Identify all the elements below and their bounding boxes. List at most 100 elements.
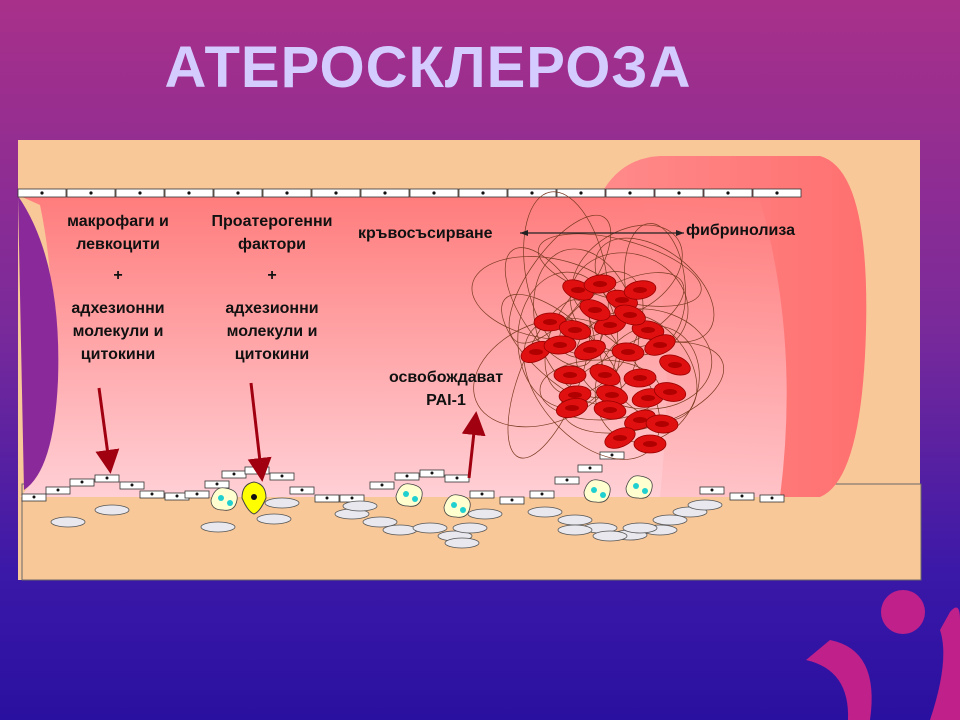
nucleus — [56, 488, 60, 492]
nucleus — [40, 191, 44, 195]
nucleus — [677, 191, 681, 195]
rbc-center — [623, 312, 637, 318]
nucleus — [726, 191, 730, 195]
rbc-center — [653, 342, 667, 348]
rbc-center — [633, 375, 647, 381]
smooth-muscle-cell — [382, 524, 418, 536]
rbc-center — [571, 287, 585, 293]
lipid-droplet — [403, 491, 409, 497]
text: молекули и — [226, 323, 318, 340]
nucleus — [150, 492, 154, 496]
rbc-center — [553, 342, 567, 348]
macrophage — [395, 483, 423, 507]
smooth-muscle-cell — [527, 506, 563, 518]
nucleus — [430, 471, 434, 475]
nucleus — [32, 495, 36, 499]
nucleus — [175, 494, 179, 498]
nucleus — [80, 480, 84, 484]
nucleus — [89, 191, 93, 195]
nucleus — [610, 453, 614, 457]
rbc-center — [643, 441, 657, 447]
nucleus — [588, 466, 592, 470]
nucleus — [565, 478, 569, 482]
nucleus — [255, 468, 259, 472]
nucleus — [432, 191, 436, 195]
text: адхезионни — [71, 300, 165, 317]
lipid-droplet — [227, 500, 233, 506]
nucleus — [740, 494, 744, 498]
text: адхезионни — [225, 300, 319, 317]
smooth-muscle-cell — [652, 514, 688, 526]
label-macrophages: макрофаги и левкоцити + адхезионни молек… — [50, 210, 186, 366]
nucleus — [334, 191, 338, 195]
lipid-droplet — [218, 495, 224, 501]
smooth-muscle-cell — [342, 500, 378, 512]
smooth-muscle-cell — [256, 513, 292, 525]
endothelial-cells — [17, 188, 802, 549]
rbc-center — [655, 421, 669, 427]
smooth-muscle-cell — [50, 516, 86, 528]
rbc-center — [615, 297, 629, 303]
smooth-muscle-cell — [557, 524, 593, 536]
text: макрофаги и — [67, 213, 169, 230]
nucleus — [215, 482, 219, 486]
lipid-droplet — [412, 496, 418, 502]
smooth-muscle-cell — [557, 514, 593, 526]
text: + — [267, 267, 277, 284]
rbc-center — [641, 395, 655, 401]
lipid-droplet — [642, 488, 648, 494]
logo — [806, 590, 960, 720]
label-proatherogenic: Проатерогенни фактори + адхезионни молек… — [196, 210, 348, 366]
macrophage — [210, 487, 238, 511]
nucleus — [481, 191, 485, 195]
lipid-droplet — [600, 492, 606, 498]
lipid-droplet — [451, 502, 457, 508]
nucleus — [280, 474, 284, 478]
rbc-center — [621, 349, 635, 355]
nucleus — [138, 191, 142, 195]
text: цитокини — [234, 346, 310, 363]
nucleus — [510, 498, 514, 502]
nucleus — [455, 476, 459, 480]
rbc-center — [633, 287, 647, 293]
smooth-muscle-cell — [687, 499, 723, 511]
nucleus — [770, 496, 774, 500]
nucleus — [232, 472, 236, 476]
rbc-center — [633, 417, 647, 423]
smooth-muscle-cell — [592, 530, 628, 542]
smooth-muscle-cell — [622, 522, 658, 534]
nucleus — [350, 496, 354, 500]
nucleus — [300, 488, 304, 492]
text: фактори — [238, 236, 306, 253]
nucleus — [380, 483, 384, 487]
text: Проатерогенни — [211, 213, 333, 230]
rbc-center — [563, 372, 577, 378]
nucleus — [775, 191, 779, 195]
text: PAI-1 — [426, 392, 466, 409]
text: левкоцити — [76, 236, 160, 253]
rbc-center — [668, 362, 682, 368]
label-coagulation: кръвосъсирване — [358, 225, 493, 242]
nucleus — [236, 191, 240, 195]
text: + — [113, 267, 123, 284]
rbc-center — [583, 347, 597, 353]
label-pai1: освобождават PAI-1 — [380, 366, 512, 412]
rbc-center — [568, 327, 582, 333]
rbc-center — [613, 435, 627, 441]
smooth-muscle-cell — [94, 504, 130, 516]
rbc-center — [588, 307, 602, 313]
rbc-center — [593, 281, 607, 287]
rbc-center — [663, 389, 677, 395]
nucleus — [195, 492, 199, 496]
lipid-droplet — [460, 507, 466, 513]
nucleus — [285, 191, 289, 195]
rbc-center — [568, 392, 582, 398]
nucleus — [628, 191, 632, 195]
label-fibrinolysis: фибринолиза — [686, 222, 796, 239]
arrow-1 — [95, 387, 120, 474]
rbc-center — [598, 372, 612, 378]
nucleus — [130, 483, 134, 487]
nucleus — [579, 191, 583, 195]
smooth-muscle-cell — [452, 522, 488, 534]
smooth-muscle-cell — [200, 521, 236, 533]
